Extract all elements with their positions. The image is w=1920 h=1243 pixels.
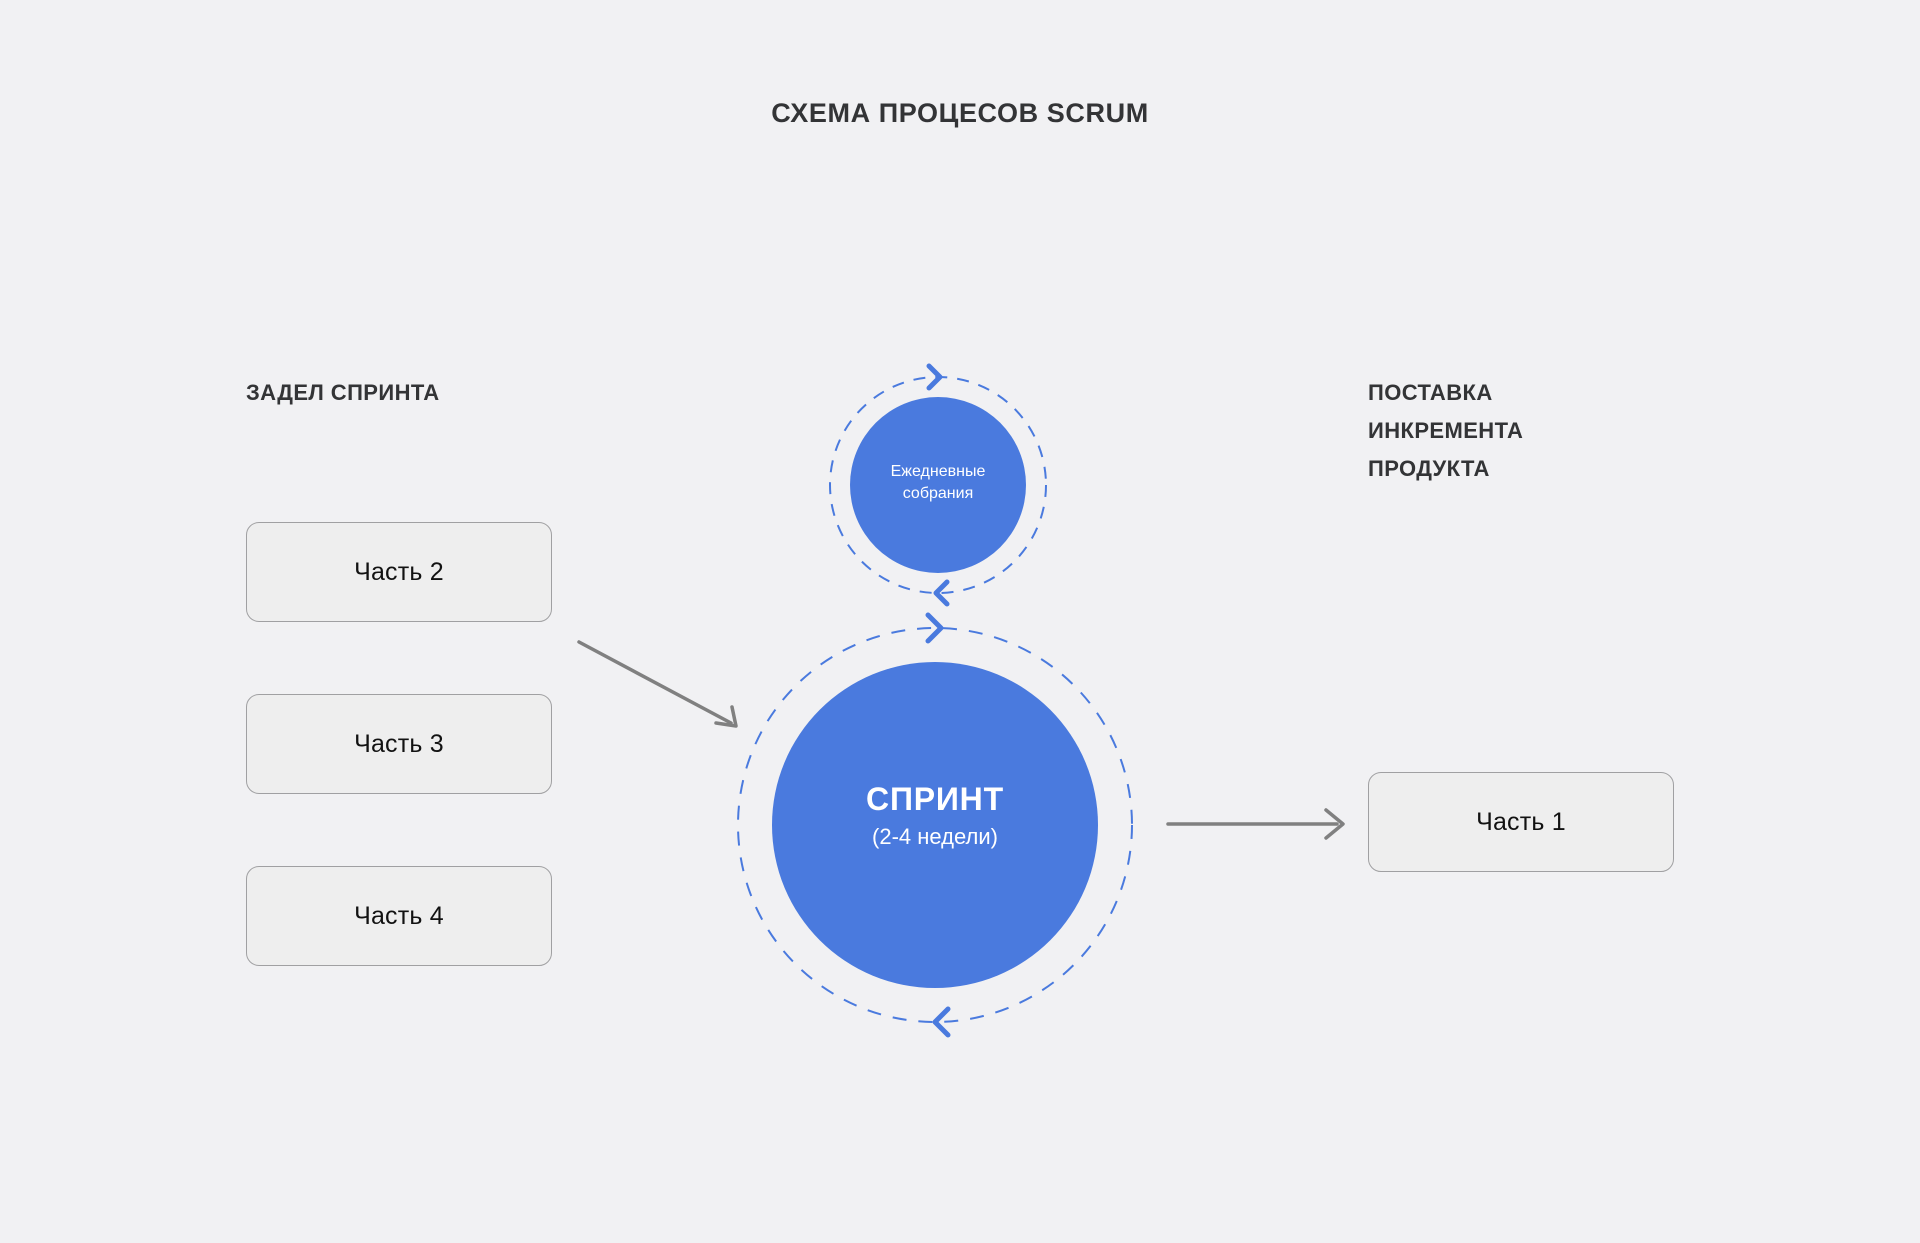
sprint-circle-subtitle: (2-4 недели) (872, 824, 998, 849)
sprint-circle[interactable] (772, 662, 1098, 988)
part-box-label: Часть 3 (354, 729, 444, 758)
sprint-circle-title: СПРИНТ (866, 781, 1004, 817)
part-box[interactable]: Часть 3 (246, 694, 552, 794)
section-label-product-increment: ПОСТАВКА ИНКРЕМЕНТА ПРОДУКТА (1368, 380, 1524, 481)
sprint-to-increment-arrow (1166, 808, 1345, 840)
part-box-label: Часть 4 (354, 901, 444, 930)
chevron-left-icon (933, 579, 950, 607)
daily-cycle-dashed-ring (829, 376, 1047, 594)
sprint-circle-text: СПРИНТ (2-4 недели) (735, 780, 1135, 852)
daily-meetings-label-line2: собрания (902, 485, 974, 502)
daily-meetings-circle[interactable] (850, 397, 1026, 573)
sprint-cycle-dashed-ring (737, 627, 1133, 1023)
part-box[interactable]: Часть 2 (246, 522, 552, 622)
page-title: СХЕМА ПРОЦЕСОВ SCRUM (771, 98, 1149, 128)
daily-meetings-label-line1: Ежедневные (890, 463, 986, 480)
chevron-left-icon (932, 1006, 951, 1038)
section-label-sprint-backlog: ЗАДЕЛ СПРИНТА (246, 380, 440, 405)
part-box-label: Часть 2 (354, 557, 444, 586)
part-box-increment[interactable]: Часть 1 (1368, 772, 1674, 872)
chevron-right-icon (925, 612, 944, 644)
daily-meetings-circle-text: Ежедневные собрания (838, 461, 1038, 505)
backlog-to-sprint-arrow (577, 640, 738, 728)
part-box-label: Часть 1 (1476, 807, 1566, 836)
part-box[interactable]: Часть 4 (246, 866, 552, 966)
chevron-right-icon (926, 363, 943, 391)
